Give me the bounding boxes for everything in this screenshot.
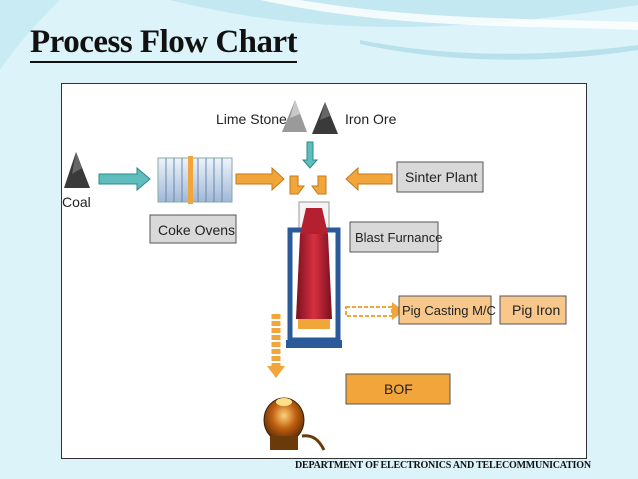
coke-ovens-box	[149, 214, 237, 244]
bof-vessel-icon	[263, 397, 326, 451]
bof-label: BOF	[384, 381, 413, 397]
arrow-furnace-to-pig-casting	[345, 302, 404, 320]
coke-ovens-label: Coke Ovens	[158, 222, 235, 238]
arrow-coal-to-ovens	[98, 166, 151, 192]
lime-stone-label: Lime Stone	[216, 111, 287, 127]
pig-iron-label: Pig Iron	[512, 302, 560, 318]
arrow-raw-materials-down	[301, 141, 319, 169]
diagram-canvas: Coal Coke Ovens Lime Stone	[62, 100, 567, 451]
pig-casting-box	[398, 295, 492, 325]
hopper-arrow-left	[289, 175, 305, 195]
sinter-plant-label: Sinter Plant	[405, 169, 477, 185]
bof-box	[345, 373, 451, 405]
blast-furnace-label: Blast Furnance	[355, 230, 442, 245]
arrow-ovens-to-furnace	[235, 166, 285, 192]
process-diagram: Coal Coke Ovens Lime Stone	[61, 83, 587, 459]
coal-label: Coal	[62, 194, 91, 210]
arrow-sinter-to-furnace	[345, 166, 393, 192]
pig-iron-box	[499, 295, 567, 325]
blast-furnace-icon	[286, 201, 342, 348]
sinter-plant-box	[396, 161, 484, 193]
footer-department: DEPARTMENT OF ELECTRONICS AND TELECOMMUN…	[295, 460, 591, 471]
lime-stone-pile-icon	[282, 100, 307, 132]
iron-ore-pile-icon	[312, 102, 338, 134]
iron-ore-label: Iron Ore	[345, 111, 397, 127]
coal-pile-icon	[64, 152, 90, 188]
pig-casting-label: Pig Casting M/C	[402, 303, 496, 318]
slide-title: Process Flow Chart	[30, 26, 298, 63]
arrow-furnace-to-bof	[267, 314, 285, 378]
blast-furnace-box	[349, 221, 439, 253]
coke-oven-icon	[157, 156, 233, 204]
hopper-arrow-right	[311, 175, 327, 195]
